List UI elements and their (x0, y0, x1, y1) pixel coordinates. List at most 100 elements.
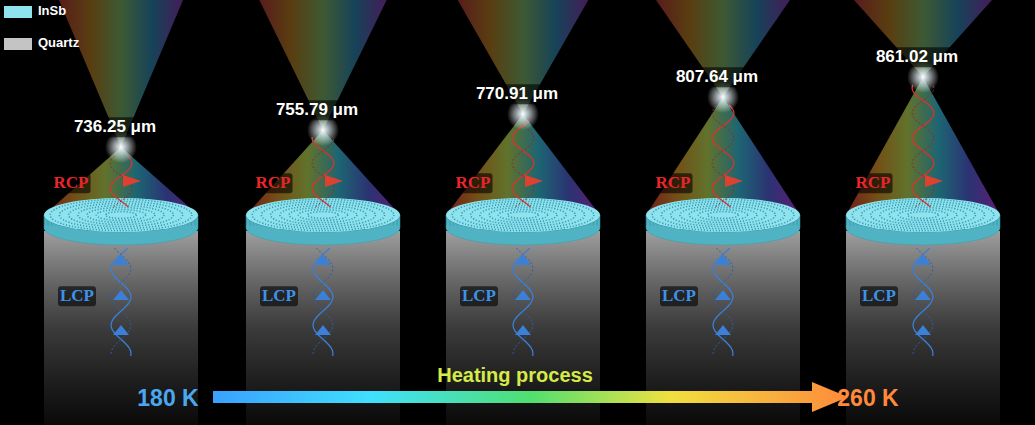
process-label: Heating process (437, 364, 593, 387)
temperature-label: 260 K (837, 385, 898, 411)
light-cone (259, 0, 386, 130)
metalens-panel (446, 0, 600, 425)
insb-disk-top (446, 198, 600, 232)
pillar-ring (671, 203, 776, 226)
insb-disk-top (846, 198, 1000, 232)
legend-swatch (4, 6, 32, 18)
insb-disk-top (646, 198, 800, 232)
pillar-ring (480, 205, 566, 224)
pillar-ring (861, 201, 984, 228)
lcp-arrow (715, 325, 731, 335)
pillar-ring (280, 205, 366, 224)
light-cone (458, 0, 589, 114)
lcp-helix (111, 248, 131, 356)
focal-length: 807.64 μm (673, 67, 761, 87)
rcp-helix (712, 105, 734, 207)
pillar-ring (261, 201, 384, 228)
pillar-ring (69, 203, 174, 226)
lcp-arrow (715, 255, 731, 265)
pillar-ring (308, 212, 339, 219)
polarization-label: LCP (660, 286, 698, 306)
quartz-substrate (44, 231, 198, 425)
lcp-helix (513, 248, 533, 356)
light-cone (846, 77, 1000, 215)
lcp-arrow (915, 290, 931, 300)
pillar-ring (289, 208, 357, 223)
rcp-helix (312, 137, 334, 207)
metalens-panel (846, 0, 1000, 425)
lcp-helix (713, 248, 733, 356)
rcp-arrow (123, 175, 141, 187)
legend-label: Quartz (38, 35, 79, 50)
pillar-ring (498, 210, 547, 221)
pillar-ring (908, 212, 939, 219)
lcp-helix (713, 248, 733, 356)
rcp-helix (712, 105, 734, 207)
light-cone (59, 0, 183, 147)
pillar-ring (50, 199, 192, 230)
pillar-ring (461, 201, 584, 228)
polarization-label: LCP (460, 286, 498, 306)
pillar-ring (96, 210, 145, 221)
rcp-arrow (525, 175, 543, 187)
pillar-ring (489, 208, 557, 223)
pillar-ring (87, 208, 155, 223)
rcp-helix (312, 137, 334, 207)
legend-label: InSb (38, 3, 66, 18)
light-cone (646, 97, 800, 215)
pillar-ring (252, 199, 394, 230)
lcp-arrow (515, 255, 531, 265)
temperature-label: 180 K (137, 385, 198, 411)
lcp-arrow (315, 325, 331, 335)
rcp-arrow (925, 175, 943, 187)
rcp-helix (912, 85, 934, 207)
pillar-ring (880, 205, 966, 224)
rcp-helix (912, 85, 934, 207)
lcp-arrow (113, 290, 129, 300)
pillar-ring (689, 208, 757, 223)
pillar-ring (508, 212, 539, 219)
lcp-arrow (715, 290, 731, 300)
pillar-ring (652, 199, 794, 230)
pillar-ring (78, 205, 164, 224)
pillar-ring (898, 210, 947, 221)
focal-length: 736.25 μm (71, 117, 159, 137)
polarization-label: RCP (52, 173, 91, 193)
polarization-label: LCP (860, 286, 898, 306)
light-cone (656, 0, 790, 97)
lcp-arrow (113, 325, 129, 335)
lcp-arrow (915, 255, 931, 265)
lcp-helix (111, 248, 131, 356)
pillar-ring (106, 212, 137, 219)
lcp-helix (913, 248, 933, 356)
metalens-panel (44, 0, 198, 425)
pillar-ring (298, 210, 347, 221)
lcp-helix (513, 248, 533, 356)
metalens-panel (246, 0, 400, 425)
lcp-arrow (315, 255, 331, 265)
focal-length: 755.79 μm (273, 100, 361, 120)
rcp-arrow (325, 175, 343, 187)
polarization-label: RCP (454, 173, 493, 193)
polarization-label: RCP (654, 173, 693, 193)
polarization-label: LCP (58, 286, 96, 306)
polarization-label: LCP (260, 286, 298, 306)
rcp-arrow (725, 175, 743, 187)
pillar-ring (471, 203, 576, 226)
light-cone (854, 0, 992, 77)
lcp-helix (313, 248, 333, 356)
insb-disk-top (44, 198, 198, 232)
pillar-ring (871, 203, 976, 226)
pillar-ring (661, 201, 784, 228)
legend-swatch (4, 38, 32, 50)
pillar-ring (698, 210, 747, 221)
polarization-label: RCP (854, 173, 893, 193)
polarization-label: RCP (254, 173, 293, 193)
focal-length: 861.02 μm (873, 47, 961, 67)
pillar-ring (852, 199, 994, 230)
lcp-arrow (315, 290, 331, 300)
pillar-ring (889, 208, 957, 223)
pillar-ring (708, 212, 739, 219)
lcp-arrow (113, 255, 129, 265)
metalens-panel (646, 0, 800, 425)
